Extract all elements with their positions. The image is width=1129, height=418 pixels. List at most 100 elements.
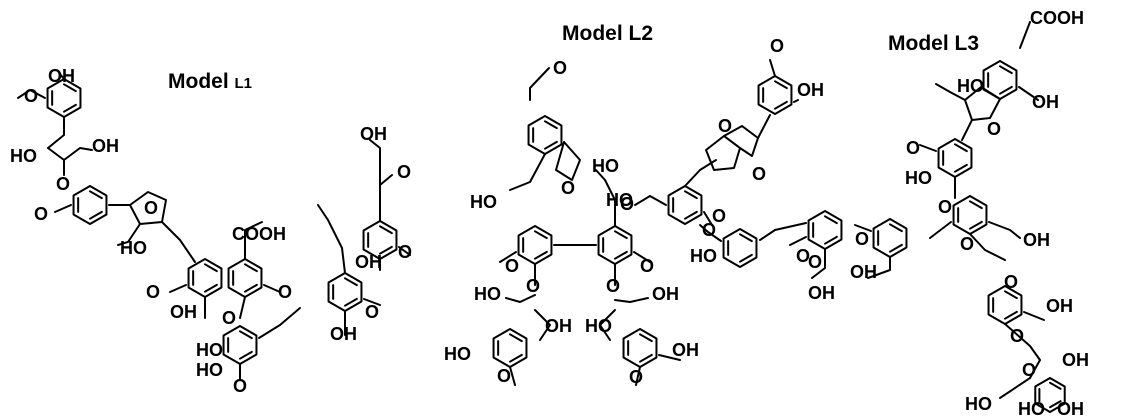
l2-oh-7 [658,354,681,361]
l1-methoxy-top [17,89,46,99]
l3-chain-3 [988,221,1021,239]
atom-label-o: O [1022,360,1036,380]
double-bond [969,200,983,210]
atom-label-oh: OH [672,340,699,360]
double-bond [244,263,258,273]
l2-chain-2 [505,294,536,303]
atom-label-o: O [1010,326,1024,346]
atom-label-o: O [365,302,379,322]
l2-ring-5 [667,185,703,225]
l1-ether-4 [239,296,246,319]
atom-label-o: O [960,234,974,254]
atom-label-o: O [497,366,511,386]
l3-chain-9 [999,377,1031,399]
double-bond [1049,400,1062,409]
atom-label-oh: OH [170,302,197,322]
atom-label-oh: OH [1023,230,1050,250]
atom-label-o: O [24,86,38,106]
double-bond [239,330,253,340]
atom-label-oh: OH [797,80,824,100]
l1-vinyl [258,307,301,339]
double-bond [774,100,788,110]
double-bond [954,143,968,153]
double-bond [639,353,653,363]
l2-methoxy-2 [499,251,517,263]
atom-label-o: O [606,276,620,296]
double-bond [999,65,1013,75]
l2-ether-4 [634,195,667,206]
l2-chain-7 [614,297,649,303]
atom-label-o: O [702,220,716,240]
model-l2-title-main: Model L2 [562,22,654,45]
l3-link-1 [961,119,973,141]
double-bond [684,190,698,200]
l3-methoxy-5 [789,236,807,246]
l3-chain-1 [935,83,966,101]
l2-oh-6 [793,99,799,103]
atom-label-ho: HO [10,146,37,166]
atom-label-ho: HO [444,344,471,364]
atom-label-o: O [629,367,643,387]
double-bond [774,80,788,90]
atom-label-oh: OH [850,262,877,282]
atom-label-ho: HO [905,168,932,188]
l2-ring-6 [757,75,793,115]
atom-label-oh: OH [1057,399,1084,418]
l2-dihydrofuran [555,141,581,181]
double-bond [739,253,753,263]
chemical-bonds [17,21,1066,413]
double-bond [89,210,103,220]
atom-label-ho: HO [1018,399,1045,418]
double-bond [954,163,968,173]
double-bond [344,297,358,307]
double-bond [544,120,558,130]
atom-label-cooh: COOH [232,224,286,244]
l1-ketone-chain-2 [369,139,381,186]
l3-methoxy-2 [919,144,937,152]
model-l2-title: Model L2 [562,22,653,46]
atom-label-o: O [146,282,160,302]
l2-methoxy-6 [769,59,776,77]
atom-label-ho: HO [592,156,619,176]
l1-chain-3 [117,223,141,246]
l3-oh-1 [1018,86,1039,101]
l1-methoxy-7 [398,246,411,256]
atom-label-cooh: COOH [1030,8,1084,28]
l3-chain-5 [811,248,826,279]
double-bond [509,333,523,343]
double-bond [244,283,258,293]
atom-label-ho: HO [690,246,717,266]
l2-methoxy-7 [635,366,641,386]
atom-label-o: O [505,256,519,276]
model-l3-title: Model L3 [888,32,979,56]
l2-chain-8 [599,309,616,341]
l3-ether-4 [854,224,872,232]
atom-label-oh: OH [355,252,382,272]
l3-ether-8 [969,233,1006,261]
atom-label-ho: HO [120,238,147,258]
l3-ring-6 [722,228,758,268]
l1-chain-2 [47,147,93,161]
l2-link-6 [757,114,771,139]
atom-label-o: O [620,194,634,214]
atom-label-o: O [278,282,292,302]
atom-label-o: O [1004,272,1018,292]
model-l1-title: Model L1 [168,70,252,94]
double-bond [63,103,77,113]
atom-label-oh: OH [808,283,835,303]
double-bond [1049,381,1062,390]
l3-cooh-chain [1019,21,1031,49]
double-bond [379,245,393,255]
l3-ether-3 [929,221,952,239]
atom-label-oh: OH [360,124,387,144]
l3-chain-7 [1004,323,1041,361]
double-bond [534,250,548,260]
l1-methoxy-6 [363,298,381,306]
double-bond [824,215,838,225]
l1-methoxy-2 [54,204,72,213]
double-bond [614,230,628,240]
double-bond [379,225,393,235]
atom-label-oh: OH [330,324,357,344]
atom-label-o: O [553,58,567,78]
